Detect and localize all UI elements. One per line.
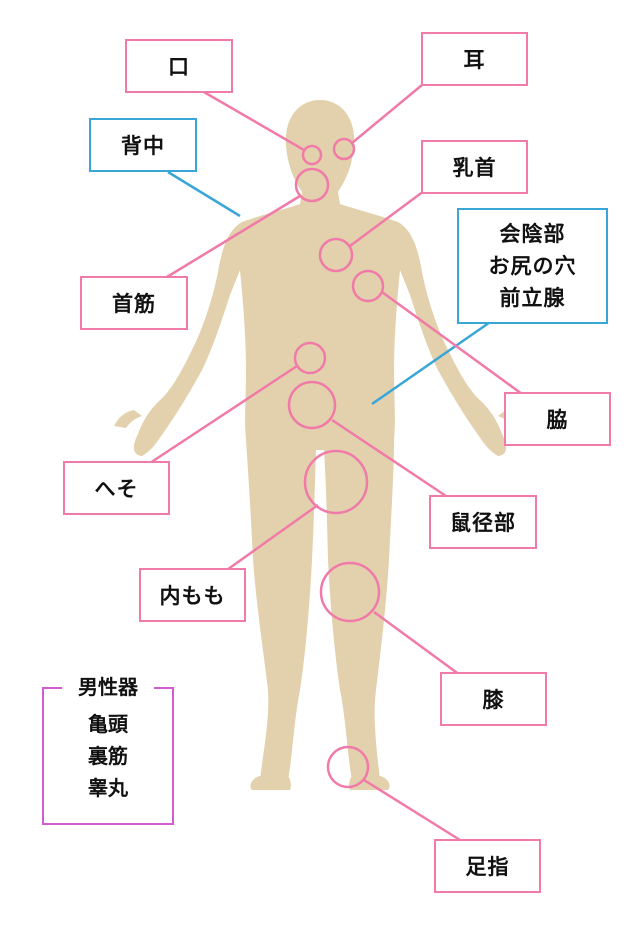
- connector-groin: [331, 418, 447, 498]
- group-item: 裏筋: [88, 744, 128, 768]
- label-nipple: 乳首: [421, 140, 528, 194]
- connector-neck: [161, 194, 301, 282]
- label-ear: 耳: [421, 32, 528, 86]
- connector-armpit: [381, 290, 523, 396]
- marker-neck: [294, 167, 330, 203]
- connector-mouth: [196, 86, 305, 152]
- male-genital-group-title: 男性器: [62, 670, 154, 700]
- group-item: 睾丸: [88, 776, 128, 800]
- connector-nipple: [349, 186, 429, 248]
- label-armpit: 脇: [504, 392, 611, 446]
- connector-lines: [149, 79, 523, 842]
- marker-navel: [293, 341, 327, 375]
- marker-ear: [332, 137, 356, 161]
- connector-back: [167, 170, 241, 218]
- label-neck: 首筋: [80, 276, 188, 330]
- marker-nipple: [318, 237, 354, 273]
- connector-ear: [351, 79, 429, 144]
- male-genital-group-items: 亀頭 裏筋 睾丸: [44, 708, 172, 804]
- label-inner-thigh: 内もも: [139, 568, 246, 622]
- label-perineum: 会陰部 お尻の穴 前立腺: [457, 208, 608, 324]
- label-navel: へそ: [63, 461, 170, 515]
- marker-knee: [319, 561, 381, 623]
- connector-toes: [363, 778, 461, 842]
- group-item: 亀頭: [88, 712, 128, 736]
- label-knee: 膝: [440, 672, 547, 726]
- label-groin: 鼠径部: [429, 495, 537, 549]
- connector-knee: [373, 610, 461, 677]
- zone-markers: [287, 137, 385, 789]
- label-perineum-line1: 会陰部: [499, 222, 566, 246]
- label-mouth: 口: [125, 39, 233, 93]
- connector-perineum: [371, 316, 497, 406]
- marker-mouth: [301, 144, 323, 166]
- marker-toes: [326, 745, 370, 789]
- label-perineum-line3: 前立腺: [499, 286, 566, 310]
- marker-inner-thigh: [303, 449, 369, 515]
- marker-armpit: [351, 269, 385, 303]
- label-perineum-line2: お尻の穴: [488, 254, 577, 278]
- label-back: 背中: [89, 118, 197, 172]
- label-toes: 足指: [434, 839, 541, 893]
- connector-navel: [149, 364, 298, 465]
- marker-groin: [287, 380, 337, 430]
- connector-inner-thigh: [223, 503, 319, 574]
